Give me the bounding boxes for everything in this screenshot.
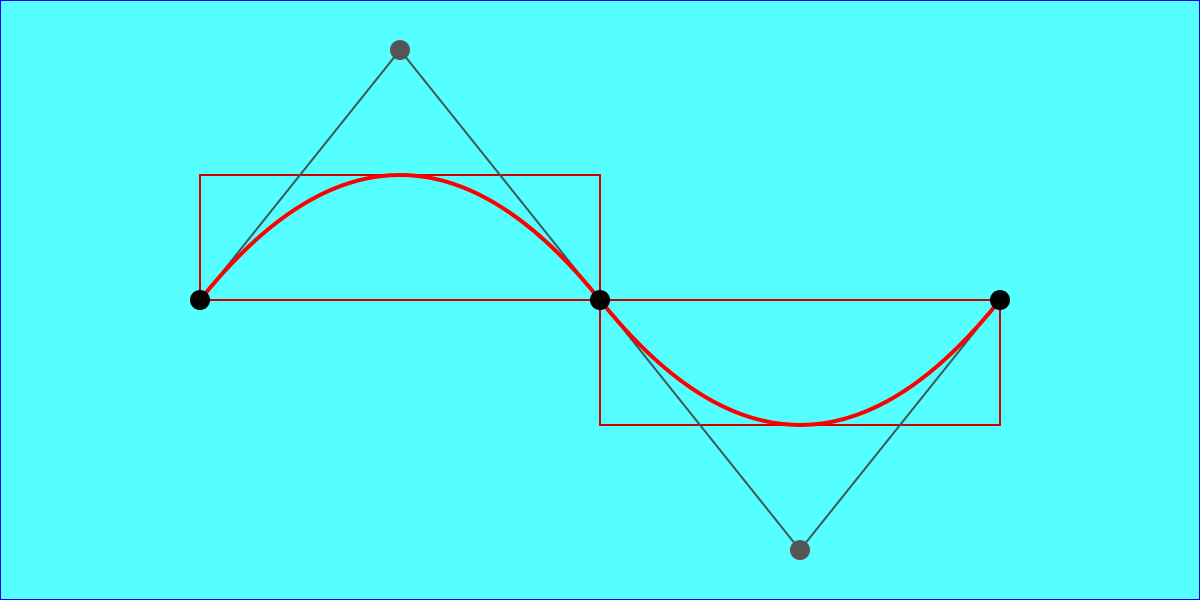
anchor-point-start[interactable]: [190, 290, 210, 310]
control-point-2[interactable]: [790, 540, 810, 560]
anchor-point-middle[interactable]: [590, 290, 610, 310]
curve-segment-1: [198, 173, 602, 302]
bezier-curve: [198, 173, 1002, 427]
control-point-1[interactable]: [390, 40, 410, 60]
control-line-c2-p2: [799, 299, 1001, 551]
anchor-point-end[interactable]: [990, 290, 1010, 310]
control-polygon: [199, 49, 1001, 551]
control-line-p1-c2: [599, 299, 801, 551]
control-points: [390, 40, 810, 560]
anchor-points: [190, 290, 1010, 310]
control-line-p0-c1: [199, 49, 401, 301]
control-line-c1-p1: [399, 49, 601, 301]
curve-segment-2: [598, 298, 1002, 427]
